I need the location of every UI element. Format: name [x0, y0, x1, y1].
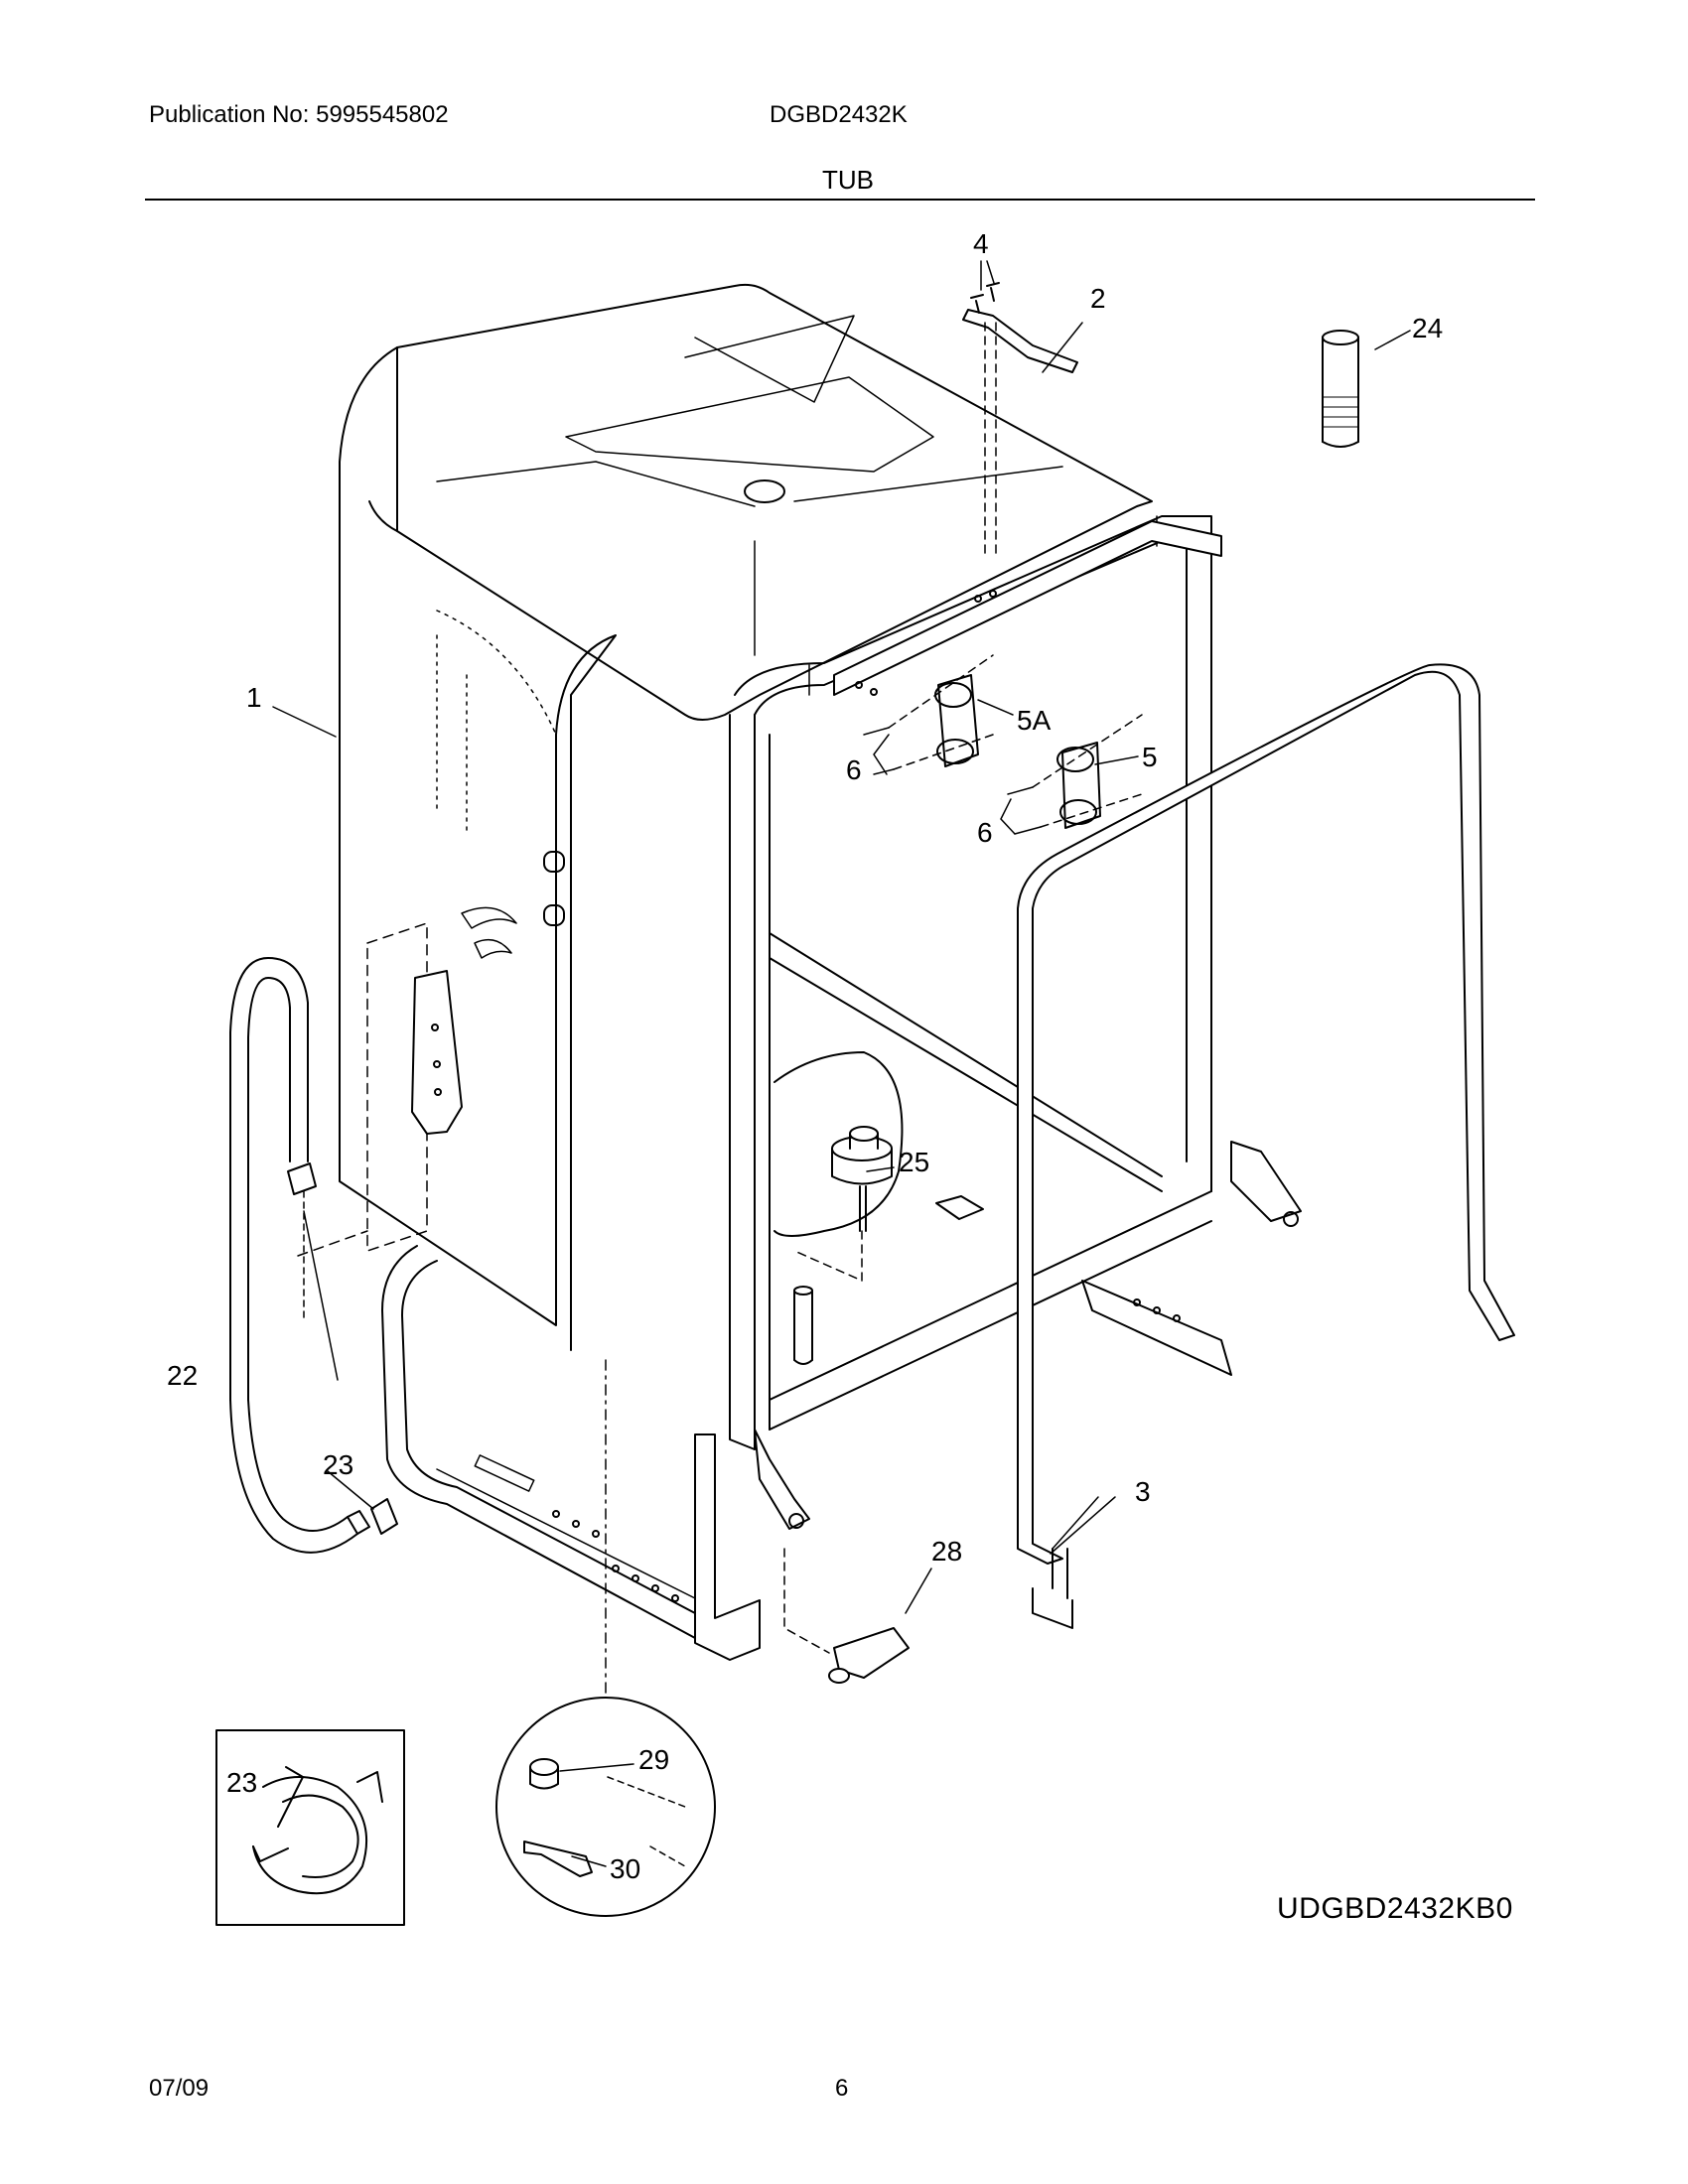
page-number: 6	[835, 2075, 849, 2102]
callout-29: 29	[638, 1744, 669, 1775]
callout-4: 4	[973, 228, 989, 259]
sump-area	[605, 1051, 984, 1708]
hose-clamp-upper	[287, 1162, 339, 1381]
callout-1: 1	[246, 682, 262, 713]
callout-24: 24	[1412, 313, 1443, 343]
callout-23: 23	[323, 1449, 353, 1480]
callout-22: 22	[167, 1360, 198, 1391]
vent-assembly	[297, 922, 463, 1257]
tub-body	[339, 283, 1153, 1351]
hose-clamp-lower	[327, 1470, 398, 1535]
callout-28: 28	[931, 1536, 962, 1567]
rack-rollers	[863, 654, 1143, 835]
door-gasket	[1017, 663, 1515, 1629]
callout-5: 5	[1142, 742, 1158, 772]
clamp-inset-box	[215, 1729, 405, 1926]
callout-23-inset: 23	[226, 1767, 257, 1798]
tub-front-frame	[694, 515, 1302, 1661]
callout-labels: 1 2 3 4 5 5A 6 6 22 23 23 24 25 28 29 30	[167, 228, 1443, 1884]
diagram-code: UDGBD2432KB0	[1277, 1892, 1513, 1925]
bracket-and-screws	[962, 282, 1078, 557]
model-number: DGBD2432K	[770, 101, 908, 128]
fill-tube	[1322, 330, 1359, 448]
footer-date: 07/09	[149, 2075, 210, 2102]
leader-lines	[272, 260, 1411, 1867]
section-title: TUB	[822, 165, 874, 195]
drain-hose	[229, 957, 370, 1554]
header-divider	[145, 199, 1535, 201]
callout-6-lower: 6	[977, 817, 993, 848]
publication-number: Publication No: 5995545802	[149, 101, 449, 128]
callout-2: 2	[1090, 283, 1106, 314]
callout-3: 3	[1135, 1476, 1151, 1507]
door-switch	[828, 1627, 910, 1684]
inset-circle	[495, 1697, 716, 1917]
callout-30: 30	[610, 1853, 640, 1884]
tub-base-frame	[381, 1245, 696, 1639]
callout-5a: 5A	[1017, 705, 1052, 736]
callout-6-upper: 6	[846, 754, 862, 785]
callout-25: 25	[899, 1147, 929, 1177]
